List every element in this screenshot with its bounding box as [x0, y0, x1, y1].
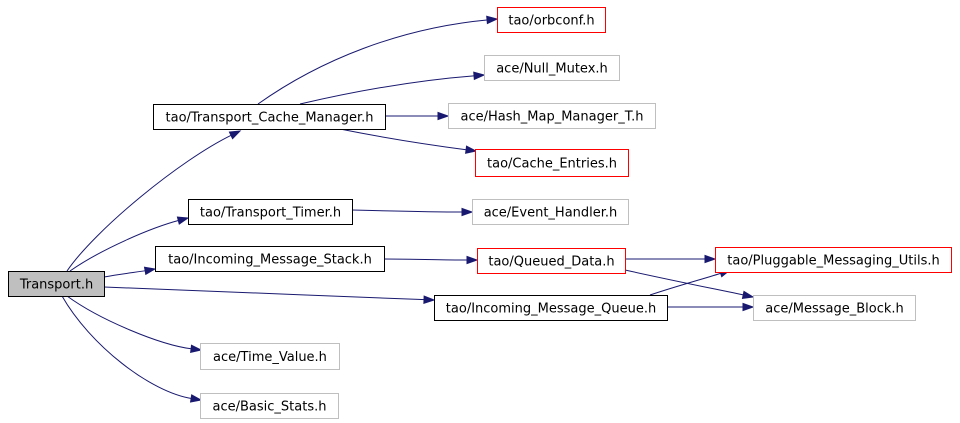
edge-line: [339, 128, 468, 151]
edge-line: [103, 270, 147, 278]
edge-ims-queued: [383, 255, 479, 265]
edge-line: [103, 286, 426, 301]
node-hashmap[interactable]: ace/Hash_Map_Manager_T.h: [448, 103, 656, 129]
edge-tcm-nullmutex: [299, 71, 486, 105]
node-pmu[interactable]: tao/Pluggable_Messaging_Utils.h: [715, 247, 952, 273]
edges-layer: [61, 15, 755, 403]
node-box[interactable]: [477, 248, 626, 274]
edge-line: [69, 219, 180, 272]
edge-imq-mb: [666, 302, 755, 312]
node-box[interactable]: [8, 271, 105, 297]
edge-line: [299, 75, 476, 105]
node-box[interactable]: [753, 295, 916, 321]
node-queued[interactable]: tao/Queued_Data.h: [477, 248, 626, 274]
edge-imq-pmu: [649, 269, 732, 296]
node-label: tao/Transport_Cache_Manager.h: [166, 111, 374, 126]
arrowhead-icon: [486, 15, 499, 25]
node-box[interactable]: [448, 103, 656, 129]
node-box[interactable]: [484, 55, 620, 81]
edge-line: [624, 269, 745, 296]
node-timer[interactable]: tao/Transport_Timer.h: [188, 199, 353, 225]
node-label: tao/orbconf.h: [508, 14, 594, 29]
edge-line: [383, 258, 469, 261]
node-cache[interactable]: tao/Cache_Entries.h: [475, 149, 629, 177]
node-box[interactable]: [497, 7, 606, 33]
arrowhead-icon: [190, 344, 203, 354]
edge-transport-tcm: [66, 130, 242, 272]
arrowhead-icon: [189, 394, 203, 403]
node-label: ace/Hash_Map_Manager_T.h: [461, 110, 644, 125]
edge-tcm-hashmap: [384, 111, 450, 121]
node-box[interactable]: [188, 199, 353, 225]
node-label: ace/Message_Block.h: [765, 302, 904, 317]
node-box[interactable]: [200, 343, 340, 370]
edge-line: [351, 209, 464, 213]
edge-transport-imq: [103, 286, 436, 304]
edge-line: [66, 295, 193, 350]
node-box[interactable]: [200, 393, 339, 419]
node-orbconf[interactable]: tao/orbconf.h: [497, 7, 606, 33]
edge-tcm-orbconf: [257, 15, 499, 105]
node-box[interactable]: [434, 295, 668, 321]
node-transport[interactable]: Transport.h: [8, 271, 105, 297]
arrowhead-icon: [228, 130, 242, 140]
node-label: ace/Event_Handler.h: [484, 206, 618, 221]
arrowhead-icon: [704, 254, 717, 264]
edge-queued-mb: [624, 269, 755, 300]
edge-timer-evh: [351, 207, 474, 217]
arrowhead-icon: [466, 255, 479, 265]
node-label: Transport.h: [19, 278, 93, 293]
node-box[interactable]: [153, 104, 386, 130]
arrowhead-icon: [742, 302, 755, 312]
arrowhead-icon: [461, 207, 474, 217]
node-label: tao/Transport_Timer.h: [200, 206, 341, 221]
node-ims[interactable]: tao/Incoming_Message_Stack.h: [155, 246, 385, 272]
arrowhead-icon: [437, 111, 450, 121]
node-label: tao/Pluggable_Messaging_Utils.h: [727, 254, 939, 269]
node-label: tao/Queued_Data.h: [488, 255, 614, 270]
node-box[interactable]: [475, 149, 629, 177]
edge-line: [257, 19, 489, 105]
nodes-layer: Transport.h tao/Transport_Cache_Manager.h…: [8, 7, 952, 419]
arrowhead-icon: [473, 71, 486, 81]
node-box[interactable]: [155, 246, 385, 272]
node-nullmutex[interactable]: ace/Null_Mutex.h: [484, 55, 620, 81]
edge-transport-bs: [61, 295, 203, 403]
node-label: tao/Incoming_Message_Queue.h: [446, 302, 656, 317]
node-bs[interactable]: ace/Basic_Stats.h: [200, 393, 339, 419]
edge-line: [66, 134, 233, 272]
edge-transport-timer: [69, 216, 190, 272]
edge-line: [61, 295, 193, 400]
edge-tcm-cache: [339, 128, 478, 154]
node-box[interactable]: [472, 199, 629, 225]
node-label: ace/Basic_Stats.h: [213, 400, 327, 415]
node-label: tao/Incoming_Message_Stack.h: [168, 253, 372, 268]
edge-queued-pmu: [625, 254, 717, 264]
node-label: tao/Cache_Entries.h: [487, 157, 617, 172]
arrowhead-icon: [465, 145, 478, 154]
node-label: ace/Time_Value.h: [213, 350, 327, 365]
edge-line: [649, 272, 722, 296]
edge-transport-ims: [103, 266, 157, 278]
arrowhead-icon: [143, 266, 157, 276]
node-mb[interactable]: ace/Message_Block.h: [753, 295, 916, 321]
node-evh[interactable]: ace/Event_Handler.h: [472, 199, 629, 225]
arrowhead-icon: [741, 290, 755, 300]
node-box[interactable]: [715, 247, 952, 273]
arrowhead-icon: [423, 295, 436, 304]
edge-transport-tv: [66, 295, 203, 354]
node-tcm[interactable]: tao/Transport_Cache_Manager.h: [153, 104, 386, 130]
node-imq[interactable]: tao/Incoming_Message_Queue.h: [434, 295, 668, 321]
node-label: ace/Null_Mutex.h: [496, 62, 608, 77]
node-tv[interactable]: ace/Time_Value.h: [200, 343, 340, 370]
arrowhead-icon: [176, 216, 190, 225]
